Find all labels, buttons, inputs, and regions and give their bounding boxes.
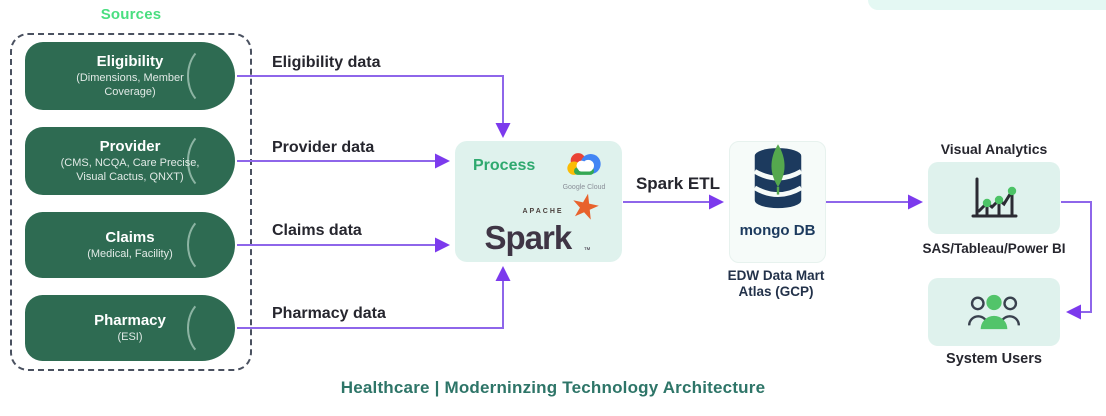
spark-star-icon: ★ bbox=[566, 185, 605, 229]
spark-apache-text: APACHE bbox=[522, 208, 564, 215]
visual-analytics-node bbox=[928, 162, 1060, 234]
source-subtitle: (CMS, NCQA, Care Precise, Visual Cactus,… bbox=[60, 156, 200, 183]
flow-label-pharmacy-data: Pharmacy data bbox=[272, 305, 386, 322]
mongodb-node: mongo DB bbox=[729, 141, 826, 263]
apache-spark-logo: APACHE ★ Spark ™ bbox=[479, 185, 605, 256]
diagram-title: Healthcare | Moderninzing Technology Arc… bbox=[340, 378, 766, 397]
mongodb-caption-line2: Atlas (GCP) bbox=[738, 284, 814, 300]
source-subtitle: (ESI) bbox=[117, 330, 143, 343]
arrow-analytics-to-users bbox=[1061, 201, 1092, 320]
source-node-pharmacy: Pharmacy (ESI) bbox=[25, 295, 235, 361]
arrow-eligibility-to-process bbox=[237, 75, 511, 138]
decorative-corner-shape bbox=[868, 0, 1106, 10]
sources-group-label: Sources bbox=[100, 6, 162, 23]
flow-label-eligibility-data: Eligibility data bbox=[272, 54, 381, 71]
source-node-claims: Claims (Medical, Facility) bbox=[25, 212, 235, 278]
mongodb-caption-line1: EDW Data Mart bbox=[727, 268, 825, 283]
source-title: Eligibility bbox=[96, 52, 164, 70]
chart-icon bbox=[971, 177, 1018, 218]
google-cloud-caption: Google Cloud bbox=[562, 184, 606, 191]
source-node-provider: Provider (CMS, NCQA, Care Precise, Visua… bbox=[25, 127, 235, 195]
mongodb-wordmark: mongo DB bbox=[739, 222, 816, 239]
source-title: Provider bbox=[99, 137, 161, 155]
system-users-node bbox=[928, 278, 1060, 346]
source-title: Pharmacy bbox=[94, 311, 166, 329]
mongodb-caption: EDW Data Mart Atlas (GCP) bbox=[706, 268, 846, 300]
flow-label-claims-data: Claims data bbox=[272, 222, 362, 239]
process-label: Process bbox=[473, 157, 536, 174]
process-node: Process Google Cloud APACHE ★ Spark ™ bbox=[455, 141, 622, 262]
flow-label-spark-etl: Spark ETL bbox=[635, 174, 721, 193]
google-cloud-icon bbox=[567, 153, 601, 175]
source-title: Claims bbox=[105, 228, 155, 246]
visual-analytics-title: Visual Analytics bbox=[940, 141, 1048, 157]
sources-dashed-frame bbox=[10, 33, 252, 371]
mongodb-database-icon bbox=[753, 144, 802, 209]
users-icon bbox=[967, 294, 1021, 330]
spark-wordmark: Spark bbox=[484, 219, 573, 256]
google-cloud-logo: Google Cloud bbox=[558, 149, 610, 191]
source-node-eligibility: Eligibility (Dimensions, Member Coverage… bbox=[25, 42, 235, 110]
spark-trademark: ™ bbox=[583, 247, 591, 254]
source-subtitle: (Dimensions, Member Coverage) bbox=[76, 71, 184, 98]
system-users-caption: System Users bbox=[946, 351, 1042, 367]
analytics-tools-caption: SAS/Tableau/Power BI bbox=[922, 241, 1066, 256]
flow-label-provider-data: Provider data bbox=[272, 139, 375, 156]
source-subtitle: (Medical, Facility) bbox=[87, 247, 173, 260]
